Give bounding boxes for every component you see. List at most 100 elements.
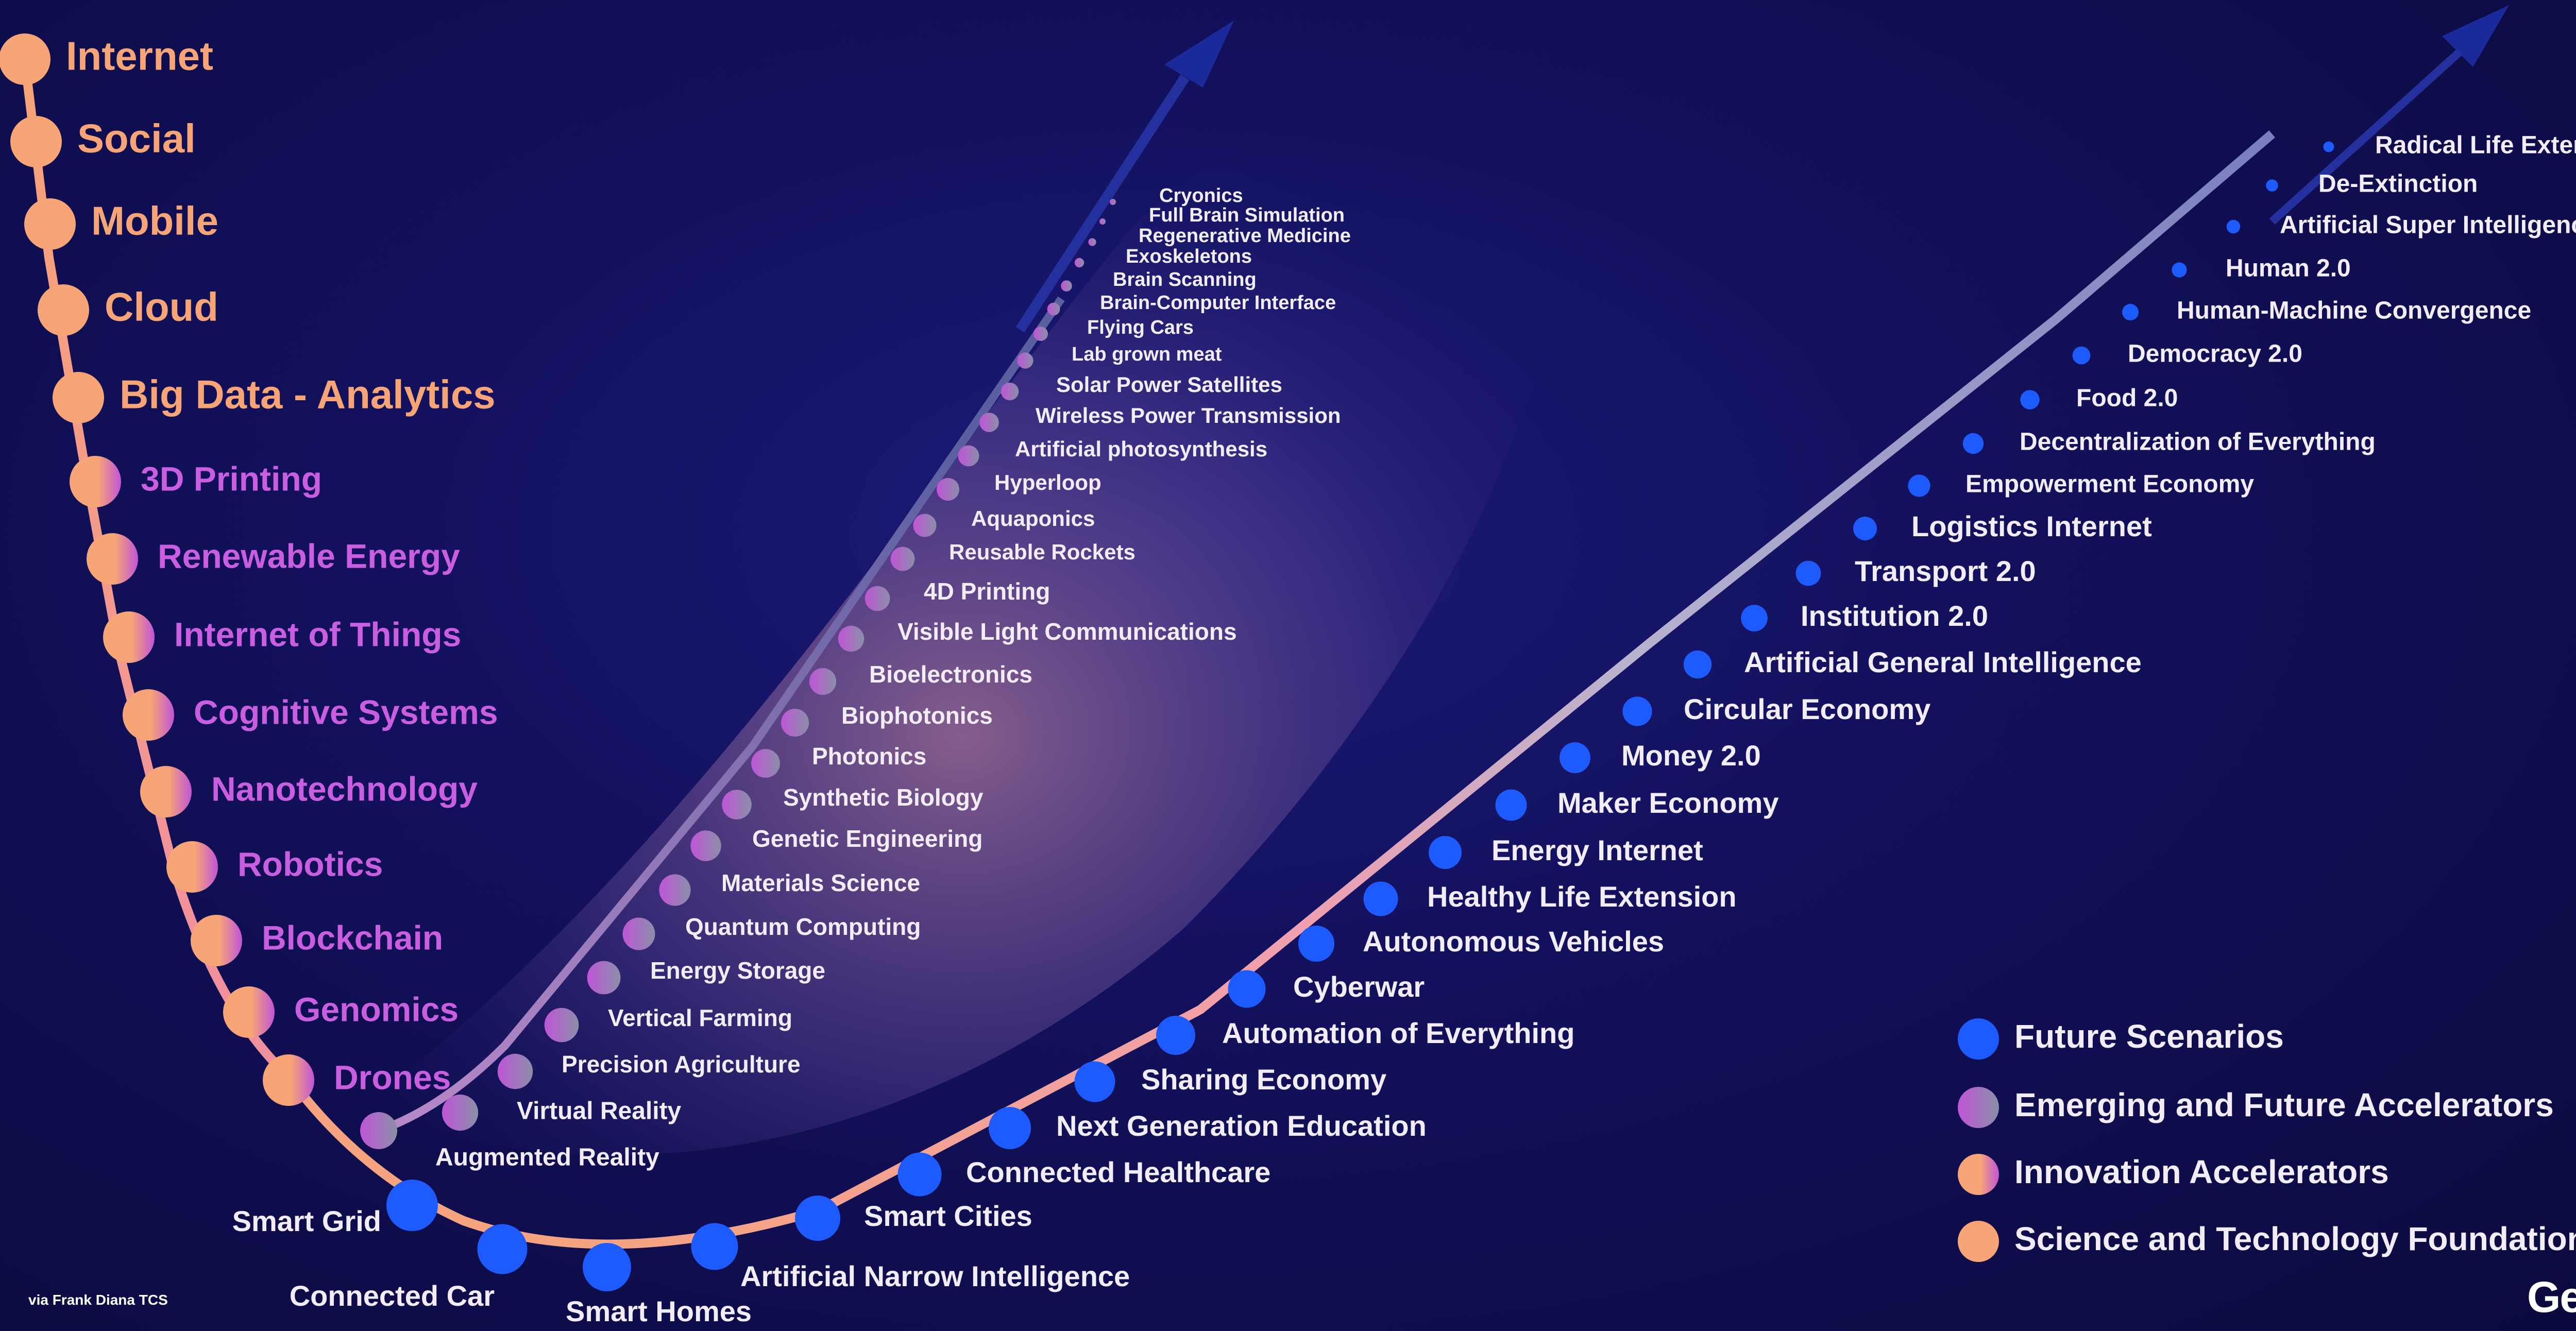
- scenario-label: Healthy Life Extension: [1427, 880, 1737, 913]
- scenario-label: Logistics Internet: [1911, 510, 2152, 542]
- scenario-node: [1908, 474, 1930, 497]
- scenario-node: [2072, 346, 2091, 365]
- innovation-label: Internet of Things: [174, 615, 461, 653]
- emerging-label: Visible Light Communications: [897, 618, 1237, 645]
- emerging-label: Energy Storage: [650, 957, 825, 984]
- scenario-label: Empowerment Economy: [1965, 471, 2254, 498]
- foundation-node: [10, 116, 62, 167]
- emerging-label: Flying Cars: [1087, 317, 1194, 338]
- innovation-label: 3D Printing: [141, 459, 322, 498]
- scenario-label: Smart Homes: [566, 1295, 752, 1327]
- foundation-node: [0, 33, 50, 85]
- scenario-node: [583, 1243, 631, 1291]
- emerging-label: Wireless Power Transmission: [1036, 403, 1341, 428]
- legend-swatch: [1958, 1018, 1999, 1060]
- scenario-node: [2226, 219, 2241, 234]
- emerging-label: Synthetic Biology: [783, 784, 984, 811]
- credit-text: via Frank Diana TCS: [28, 1292, 168, 1308]
- scenario-label: Radical Life Extension: [2375, 132, 2576, 159]
- innovation-label: Robotics: [238, 845, 383, 883]
- innovation-node: [223, 986, 275, 1038]
- legend-swatch: [1958, 1154, 1999, 1195]
- scenario-node: [1622, 696, 1652, 726]
- scenario-label: Human-Machine Convergence: [2177, 297, 2531, 325]
- scenario-label: De-Extinction: [2318, 170, 2478, 198]
- scenario-label: Energy Internet: [1492, 834, 1703, 866]
- innovation-label: Renewable Energy: [158, 537, 460, 575]
- innovation-label: Genomics: [294, 990, 459, 1028]
- scenario-node: [1560, 742, 1590, 773]
- emerging-label: Photonics: [812, 743, 926, 770]
- foundation-node: [53, 372, 104, 423]
- emerging-node: [809, 668, 837, 695]
- emerging-label: Regenerative Medicine: [1139, 225, 1351, 247]
- foundation-node: [24, 198, 76, 250]
- scenario-label: Food 2.0: [2076, 385, 2178, 412]
- emerging-label: Precision Agriculture: [562, 1051, 801, 1078]
- center-arrow-line: [1015, 74, 1190, 333]
- emerging-node: [890, 547, 915, 571]
- scenario-node: [2323, 141, 2334, 152]
- emerging-label: Lab grown meat: [1072, 344, 1222, 365]
- foundation-node: [38, 284, 89, 336]
- emerging-label: Reusable Rockets: [949, 540, 1136, 564]
- scenario-node: [2266, 179, 2278, 192]
- scenario-node: [1853, 517, 1877, 540]
- scenario-label: Institution 2.0: [1801, 600, 1988, 632]
- scenario-label: Maker Economy: [1557, 787, 1779, 819]
- foundation-label: Internet: [66, 33, 213, 79]
- legend-label: Science and Technology Foundation: [2014, 1220, 2576, 1257]
- scenario-node: [2020, 390, 2040, 409]
- emerging-label: Vertical Farming: [608, 1004, 792, 1031]
- scenario-label: Autonomous Vehicles: [1363, 925, 1664, 958]
- scenario-node: [2172, 262, 2187, 278]
- emerging-node: [544, 1008, 579, 1043]
- scenario-label: Transport 2.0: [1855, 555, 2036, 587]
- emerging-node: [979, 413, 999, 432]
- scenario-node: [1363, 881, 1398, 916]
- emerging-node: [722, 790, 752, 820]
- scenario-node: [1074, 1061, 1115, 1102]
- foundation-label: Social: [77, 116, 196, 161]
- scenario-label: Smart Cities: [864, 1200, 1032, 1232]
- scenario-node: [1156, 1016, 1195, 1055]
- center-arrowhead: [1164, 21, 1234, 88]
- scenario-node: [795, 1196, 840, 1241]
- innovation-label: Drones: [334, 1058, 451, 1096]
- emerging-node: [659, 874, 691, 906]
- scenario-label: Automation of Everything: [1222, 1017, 1574, 1049]
- legend-label: Future Scenarios: [2014, 1018, 2284, 1055]
- scenario-node: [1962, 433, 1984, 454]
- emerging-label: Exoskeletons: [1126, 246, 1252, 267]
- scenario-label: Democracy 2.0: [2128, 340, 2302, 368]
- emerging-node: [838, 625, 865, 652]
- innovation-node: [166, 841, 218, 893]
- emerging-node: [751, 749, 780, 778]
- emerging-label: Augmented Reality: [435, 1144, 659, 1171]
- emerging-label: Brain-Computer Interface: [1100, 292, 1336, 314]
- emerging-label: Brain Scanning: [1113, 269, 1257, 291]
- legend-swatch: [1958, 1087, 1999, 1128]
- emerging-node: [360, 1112, 397, 1149]
- emerging-label: Bioelectronics: [869, 661, 1032, 688]
- scenario-node: [1795, 560, 1821, 586]
- emerging-node: [690, 830, 721, 861]
- scenario-node: [1741, 605, 1768, 632]
- emerging-node: [1001, 382, 1019, 401]
- scenario-node: [1495, 789, 1527, 821]
- emerging-node: [1074, 258, 1084, 268]
- emerging-node: [958, 445, 979, 467]
- emerging-node: [913, 514, 937, 537]
- scenario-node: [897, 1152, 942, 1197]
- scenario-node: [2122, 304, 2139, 320]
- emerging-node: [1088, 238, 1096, 246]
- innovation-node: [123, 689, 174, 741]
- scenario-node: [1429, 836, 1462, 869]
- scenario-node: [989, 1107, 1031, 1149]
- innovation-label: Nanotechnology: [211, 770, 478, 808]
- emerging-node: [865, 586, 890, 611]
- emerging-node: [781, 709, 809, 737]
